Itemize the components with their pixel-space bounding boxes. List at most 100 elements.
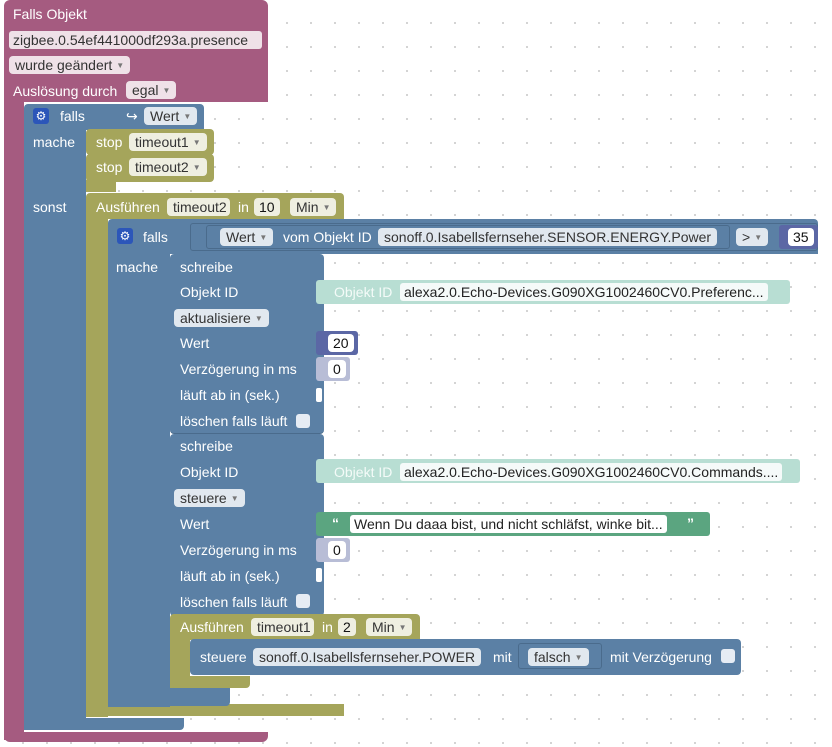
timeout2-in-label: in bbox=[238, 199, 249, 215]
write2-objekt-label: Objekt ID bbox=[180, 464, 239, 480]
write1-mode-dropdown[interactable]: aktualisiere▼ bbox=[174, 309, 269, 327]
chevron-down-icon: ▼ bbox=[754, 233, 763, 243]
timeout1-unit-dropdown[interactable]: Min▼ bbox=[366, 618, 413, 636]
write2-block[interactable] bbox=[170, 434, 324, 616]
cond-value-label: Wert bbox=[150, 108, 180, 124]
quote-close-icon: ” bbox=[687, 515, 694, 531]
stop-timeout1-label: timeout1 bbox=[135, 134, 189, 150]
if2-footer bbox=[108, 688, 230, 706]
timeout1-footer bbox=[170, 676, 250, 688]
gear-icon[interactable]: ⚙ bbox=[117, 228, 133, 244]
write2-clear-checkbox[interactable] bbox=[296, 594, 310, 608]
write2-title: schreibe bbox=[180, 438, 233, 454]
trigger-title: Falls Objekt bbox=[13, 6, 87, 22]
write2-mode-label: steuere bbox=[180, 490, 227, 506]
write1-wert-label: Wert bbox=[180, 335, 210, 351]
timeout2-footer bbox=[86, 704, 344, 716]
if1-mache-label: mache bbox=[33, 134, 76, 150]
if2-left-bar bbox=[108, 252, 170, 707]
control-value-label: falsch bbox=[534, 649, 571, 665]
timeout1-unit: Min bbox=[372, 619, 395, 635]
return-arrow-icon: ↪ bbox=[126, 108, 138, 124]
compare-value-field[interactable]: 35 bbox=[788, 228, 814, 246]
write2-objekt-tag: Objekt ID bbox=[334, 464, 393, 480]
chevron-down-icon: ▼ bbox=[162, 86, 171, 96]
write2-expire-socket[interactable] bbox=[316, 568, 322, 582]
if2-mache-label: mache bbox=[116, 259, 159, 275]
write1-block[interactable] bbox=[170, 254, 324, 434]
write1-mode-label: aktualisiere bbox=[180, 310, 251, 326]
cond-value-dropdown[interactable]: Wert▼ bbox=[144, 107, 198, 125]
write2-clear-label: löschen falls läuft bbox=[180, 594, 288, 610]
operator-dropdown[interactable]: >▼ bbox=[736, 228, 769, 246]
stop-label: stop bbox=[96, 134, 123, 150]
write1-wert-field[interactable]: 20 bbox=[328, 334, 354, 352]
timeout2-value-field[interactable]: 10 bbox=[254, 198, 280, 216]
write2-objekt-value-field[interactable]: alexa2.0.Echo-Devices.G090XG1002460CV0.C… bbox=[400, 463, 783, 481]
trigger-footer bbox=[4, 732, 268, 742]
if2-object-id-field[interactable]: sonoff.0.Isabellsfernseher.SENSOR.ENERGY… bbox=[378, 228, 718, 246]
stop-timeout2-dropdown[interactable]: timeout2▼ bbox=[129, 158, 207, 176]
chevron-down-icon: ▼ bbox=[192, 138, 201, 148]
stop-timeout1-dropdown[interactable]: timeout1▼ bbox=[129, 133, 207, 151]
timeout1-name-dropdown[interactable]: timeout1 bbox=[251, 618, 314, 636]
if1-falls-label: falls bbox=[60, 108, 85, 124]
trigger-value-label: egal bbox=[132, 82, 159, 98]
chevron-down-icon: ▼ bbox=[192, 163, 201, 173]
control-value-dropdown[interactable]: falsch▼ bbox=[528, 648, 589, 666]
chevron-down-icon: ▼ bbox=[398, 623, 407, 633]
wert-dropdown[interactable]: Wert▼ bbox=[220, 228, 274, 246]
stop-timeout2-label: timeout2 bbox=[135, 159, 189, 175]
control-delay-label: mit Verzögerung bbox=[610, 649, 712, 665]
timeout2-left-bar bbox=[86, 217, 108, 717]
gear-icon[interactable]: ⚙ bbox=[33, 108, 49, 124]
write2-expire-label: läuft ab in (sek.) bbox=[180, 568, 280, 584]
write2-mode-dropdown[interactable]: steuere▼ bbox=[174, 489, 245, 507]
trigger-changed-dropdown[interactable]: wurde geändert▼ bbox=[9, 56, 131, 74]
write1-clear-label: löschen falls läuft bbox=[180, 413, 288, 429]
trigger-changed-label: wurde geändert bbox=[15, 57, 113, 73]
timeout2-name: timeout2 bbox=[173, 199, 227, 215]
trigger-object-id-field[interactable]: zigbee.0.54ef441000df293a.presence bbox=[9, 31, 262, 49]
write1-expire-label: läuft ab in (sek.) bbox=[180, 387, 280, 403]
write1-expire-socket[interactable] bbox=[316, 388, 322, 402]
control-label: steuere bbox=[200, 649, 247, 665]
write1-clear-checkbox[interactable] bbox=[296, 414, 310, 428]
if2-falls-label: falls bbox=[143, 229, 168, 245]
timeout1-label: Ausführen bbox=[180, 619, 244, 635]
chevron-down-icon: ▼ bbox=[254, 314, 263, 324]
write1-objekt-value-field[interactable]: alexa2.0.Echo-Devices.G090XG1002460CV0.P… bbox=[400, 283, 768, 301]
vom-objekt-label: vom Objekt ID bbox=[283, 229, 372, 245]
write2-delay-field[interactable]: 0 bbox=[328, 541, 346, 559]
operator-label: > bbox=[742, 229, 751, 245]
trigger-label: Auslösung durch bbox=[13, 83, 118, 99]
control-delay-checkbox[interactable] bbox=[721, 649, 735, 663]
timeout2-label: Ausführen bbox=[96, 199, 160, 215]
stop-label: stop bbox=[96, 159, 123, 175]
timeout2-unit-dropdown[interactable]: Min▼ bbox=[290, 198, 337, 216]
if-else-footer bbox=[24, 718, 184, 730]
timeout1-value-field[interactable]: 2 bbox=[338, 618, 356, 636]
write1-delay-label: Verzögerung in ms bbox=[180, 361, 297, 377]
quote-open-icon: “ bbox=[332, 515, 339, 531]
if1-sonst-label: sonst bbox=[33, 199, 67, 215]
control-mit-label: mit bbox=[493, 649, 512, 665]
if-else-left-bar bbox=[24, 128, 86, 730]
chevron-down-icon: ▼ bbox=[230, 494, 239, 504]
timeout2-unit: Min bbox=[296, 199, 319, 215]
chevron-down-icon: ▼ bbox=[183, 112, 192, 122]
write2-delay-label: Verzögerung in ms bbox=[180, 542, 297, 558]
control-object-id-field[interactable]: sonoff.0.Isabellsfernseher.POWER bbox=[253, 648, 482, 666]
write2-wert-label: Wert bbox=[180, 516, 210, 532]
write1-title: schreibe bbox=[180, 259, 233, 275]
timeout1-left-bar bbox=[170, 638, 190, 688]
chevron-down-icon: ▼ bbox=[116, 61, 125, 71]
trigger-value-dropdown[interactable]: egal▼ bbox=[126, 81, 177, 99]
write1-delay-field[interactable]: 0 bbox=[328, 360, 346, 378]
timeout2-name-dropdown[interactable]: timeout2 bbox=[167, 198, 230, 216]
chevron-down-icon: ▼ bbox=[574, 653, 583, 663]
timeout1-in-label: in bbox=[322, 619, 333, 635]
write2-wert-field[interactable]: Wenn Du daaa bist, und nicht schläfst, w… bbox=[350, 515, 667, 533]
timeout1-name: timeout1 bbox=[257, 619, 311, 635]
chevron-down-icon: ▼ bbox=[259, 233, 268, 243]
